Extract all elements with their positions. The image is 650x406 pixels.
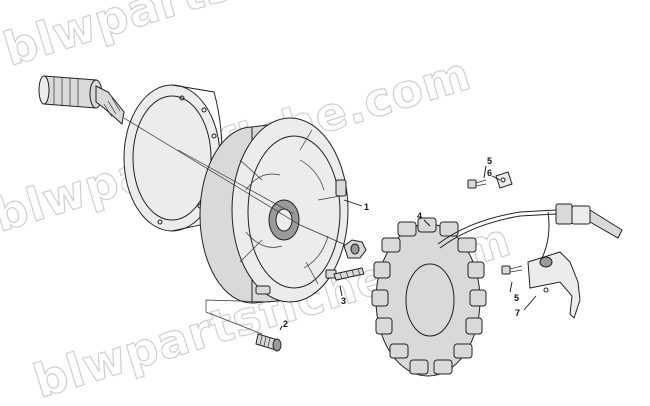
- callout-5-upper: 5: [487, 156, 492, 166]
- flywheel-nut: [343, 239, 367, 259]
- flywheel-bolt: [255, 333, 282, 352]
- bracket-screw: [501, 265, 523, 275]
- wire-bracket: [527, 251, 581, 319]
- callout-1: 1: [364, 202, 369, 212]
- callout-group: 1 2 3 4 5 6 5 7: [283, 156, 520, 329]
- flywheel-rotor: [199, 117, 349, 304]
- callout-4: 4: [417, 211, 422, 221]
- stator-coil: [371, 217, 487, 377]
- callout-3: 3: [341, 296, 346, 306]
- callout-2: 2: [283, 319, 288, 329]
- adapter-ring: [123, 84, 223, 232]
- stator-screw: [325, 267, 365, 281]
- leader-lines: [279, 165, 537, 331]
- clip-screw: [467, 179, 487, 189]
- wire-clip: [495, 171, 513, 189]
- stator-harness: [437, 203, 623, 263]
- callout-7: 7: [515, 308, 520, 318]
- callout-5-lower: 5: [514, 293, 519, 303]
- callout-6: 6: [487, 168, 492, 178]
- crankshaft: [38, 75, 125, 125]
